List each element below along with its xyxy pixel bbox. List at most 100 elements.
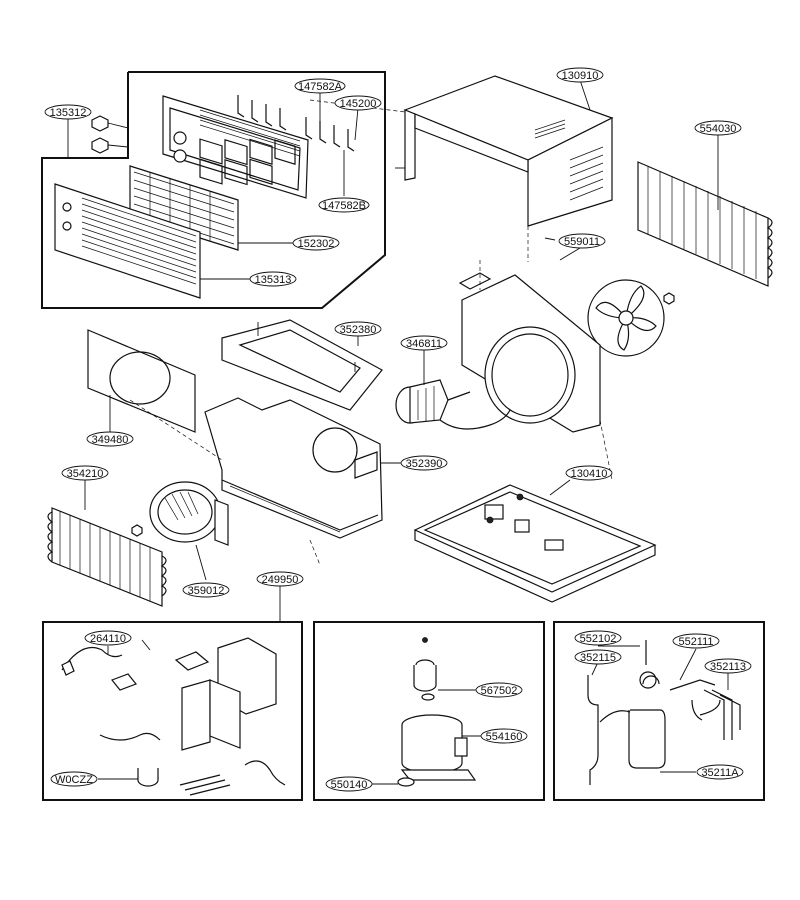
part-number: 354210 (67, 468, 104, 480)
part-label-oval (84, 630, 132, 646)
part-label-oval (294, 78, 346, 94)
part-label-359012: 359012 (182, 582, 230, 598)
part-label-oval (334, 95, 382, 111)
part-label-oval (558, 233, 606, 249)
base-housing (204, 397, 383, 539)
part-label-w0czz: W0CZZ (50, 771, 98, 787)
part-label-147582a: 147582A (294, 78, 346, 94)
fan-motor (395, 379, 511, 430)
part-number: 352115 (580, 652, 616, 664)
part-label-554030: 554030 (694, 120, 742, 136)
part-number: W0CZZ (55, 774, 93, 786)
part-label-352380: 352380 (334, 321, 382, 337)
part-label-oval (556, 67, 604, 83)
part-label-oval (61, 465, 109, 481)
part-label-552111: 552111 (672, 633, 720, 649)
control-knobs (91, 115, 129, 154)
part-number: 130410 (571, 468, 608, 480)
part-label-oval (475, 682, 523, 698)
electrical-parts-box (42, 621, 303, 801)
part-label-349480: 349480 (86, 431, 134, 447)
electrical-parts (61, 637, 286, 796)
alignment-lines (129, 99, 613, 566)
part-label-147582b: 147582B (318, 197, 370, 213)
compressor-parts (397, 637, 477, 787)
part-label-352113: 352113 (704, 658, 752, 674)
part-label-249950: 249950 (256, 571, 304, 587)
part-number: 554160 (486, 731, 523, 743)
part-number: 130910 (562, 70, 599, 82)
part-number: 145200 (340, 98, 377, 110)
part-number: 135312 (50, 107, 87, 119)
blower-wheel (131, 481, 229, 546)
part-label-352390: 352390 (400, 455, 448, 471)
part-number: 147582A (298, 81, 343, 93)
part-label-oval (292, 235, 340, 251)
part-label-145200: 145200 (334, 95, 382, 111)
part-label-oval (400, 335, 448, 351)
part-number: 352380 (340, 324, 377, 336)
part-label-oval (50, 771, 98, 787)
part-label-oval (565, 465, 613, 481)
part-label-oval (574, 630, 622, 646)
evaporator-coil (47, 507, 167, 607)
part-label-567502: 567502 (475, 682, 523, 698)
part-labels: 130910 554030 147582A 145200 135312 147582B 15… (44, 67, 752, 792)
part-number: 550140 (331, 779, 368, 791)
part-label-346811: 346811 (400, 335, 448, 351)
part-number: 35211A (701, 767, 739, 779)
part-number: 264110 (90, 633, 126, 645)
front-panel (54, 183, 201, 299)
part-number: 554030 (700, 123, 737, 135)
part-label-354210: 354210 (61, 465, 109, 481)
base-pan (413, 484, 657, 603)
condenser-fan-blade (587, 279, 675, 357)
part-number: 147582B (322, 200, 366, 212)
part-number: 559011 (564, 236, 600, 248)
part-number: 346811 (406, 338, 442, 350)
part-number: 552111 (678, 636, 713, 648)
refrigerant-tubes (587, 640, 741, 785)
part-number: 349480 (92, 434, 129, 446)
part-label-oval (256, 571, 304, 587)
part-number: 135313 (255, 274, 292, 286)
part-number: 552102 (580, 633, 617, 645)
part-label-550140: 550140 (325, 776, 373, 792)
part-number: 352390 (406, 458, 443, 470)
evaporator-shroud (87, 329, 196, 433)
louver-blades (237, 95, 355, 152)
part-number: 352113 (710, 661, 746, 673)
fan-shroud-right (458, 272, 601, 433)
front-grille-frame (162, 95, 309, 199)
part-label-oval (672, 633, 720, 649)
part-label-oval (182, 582, 230, 598)
part-number: 359012 (188, 585, 225, 597)
part-label-oval (574, 649, 622, 665)
part-label-oval (694, 120, 742, 136)
part-label-152302: 152302 (292, 235, 340, 251)
part-label-oval (249, 271, 297, 287)
part-label-135312: 135312 (44, 104, 92, 120)
cabinet-top-cover (395, 75, 614, 241)
part-label-352115: 352115 (574, 649, 622, 665)
condenser-coil (637, 161, 773, 287)
front-grille-group-box (41, 71, 386, 309)
part-label-554160: 554160 (480, 728, 528, 744)
part-label-oval (86, 431, 134, 447)
part-label-130410: 130410 (565, 465, 613, 481)
part-label-130910: 130910 (556, 67, 604, 83)
part-label-264110: 264110 (84, 630, 132, 646)
part-label-35211a: 35211A (696, 764, 744, 780)
part-label-oval (704, 658, 752, 674)
part-label-oval (318, 197, 370, 213)
part-label-559011: 559011 (558, 233, 606, 249)
air-guide-upper (221, 319, 383, 411)
part-number: 567502 (481, 685, 518, 697)
part-label-oval (325, 776, 373, 792)
part-label-oval (480, 728, 528, 744)
leader-lines (67, 79, 729, 785)
compressor-parts-box (313, 621, 545, 801)
part-label-135313: 135313 (249, 271, 297, 287)
